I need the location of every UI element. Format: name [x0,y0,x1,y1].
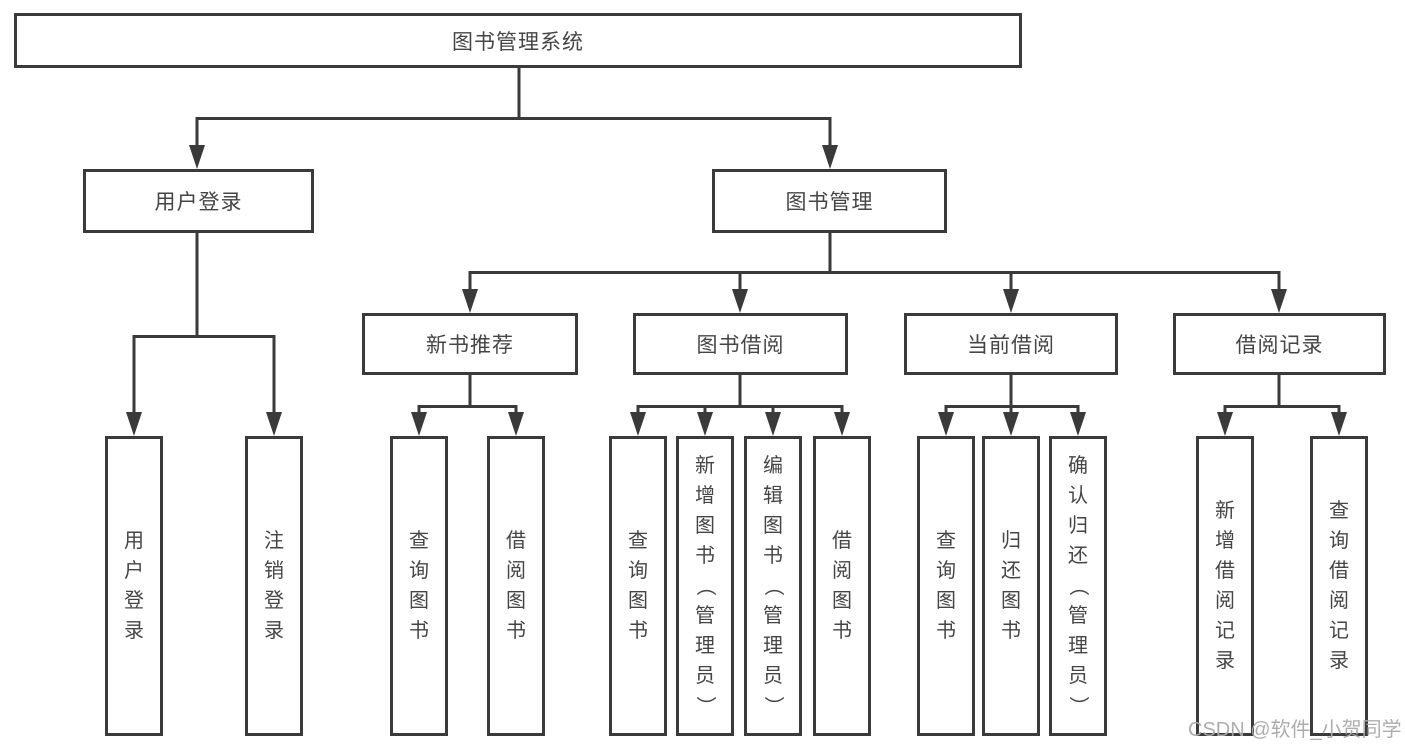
node-leaf-return-books: 归还图书 [982,436,1040,736]
node-borrowing-records: 借阅记录 [1173,313,1386,375]
node-leaf-user-login-label: 用户登录 [124,530,144,642]
node-leaf-logout: 注销登录 [245,436,303,736]
node-leaf-borrow-books-1-label: 借阅图书 [506,530,526,642]
node-leaf-add-borrow-record-label: 新增借阅记录 [1215,500,1235,672]
node-new-book-recommend-label: 新书推荐 [426,334,514,357]
node-leaf-query-books-2-label: 查询图书 [628,530,648,642]
node-leaf-logout-label: 注销登录 [264,530,284,642]
node-current-borrowing: 当前借阅 [904,313,1118,375]
node-leaf-add-book-admin-label: 新增图书（管理员） [694,455,716,716]
node-root: 图书管理系统 [14,13,1022,68]
node-book-management-label: 图书管理 [785,191,874,214]
node-leaf-query-borrow-record-label: 查询借阅记录 [1329,500,1349,672]
node-leaf-confirm-return-admin: 确认归还（管理员） [1049,436,1107,736]
node-leaf-return-books-label: 归还图书 [1001,530,1021,642]
node-root-label: 图书管理系统 [452,30,584,54]
node-leaf-query-books-3-label: 查询图书 [936,530,956,642]
node-leaf-borrow-books-1: 借阅图书 [487,436,545,736]
node-leaf-borrow-books-2-label: 借阅图书 [832,530,852,642]
node-book-borrowing: 图书借阅 [633,313,848,375]
node-leaf-query-books-1: 查询图书 [390,436,448,736]
node-leaf-borrow-books-2: 借阅图书 [813,436,871,736]
node-book-management: 图书管理 [712,169,947,233]
node-user-login: 用户登录 [83,169,314,233]
node-user-login-label: 用户登录 [154,191,243,214]
node-leaf-confirm-return-admin-label: 确认归还（管理员） [1067,455,1089,716]
node-leaf-user-login: 用户登录 [105,436,163,736]
node-borrowing-records-label: 借阅记录 [1235,334,1324,357]
node-leaf-add-book-admin: 新增图书（管理员） [676,436,734,736]
node-leaf-edit-book-admin-label: 编辑图书（管理员） [762,455,784,716]
node-new-book-recommend: 新书推荐 [362,313,578,375]
arrowheads [126,145,1347,436]
node-leaf-add-borrow-record: 新增借阅记录 [1196,436,1254,736]
node-current-borrowing-label: 当前借阅 [967,334,1055,357]
node-leaf-query-borrow-record: 查询借阅记录 [1310,436,1368,736]
node-leaf-edit-book-admin: 编辑图书（管理员） [744,436,802,736]
connector-paths [132,68,1341,414]
node-leaf-query-books-1-label: 查询图书 [409,530,429,642]
node-leaf-query-books-2: 查询图书 [609,436,667,736]
csdn-watermark: CSDN @软件_小贺同学 [1188,719,1402,741]
node-book-borrowing-label: 图书借阅 [696,334,785,357]
node-leaf-query-books-3: 查询图书 [917,436,975,736]
